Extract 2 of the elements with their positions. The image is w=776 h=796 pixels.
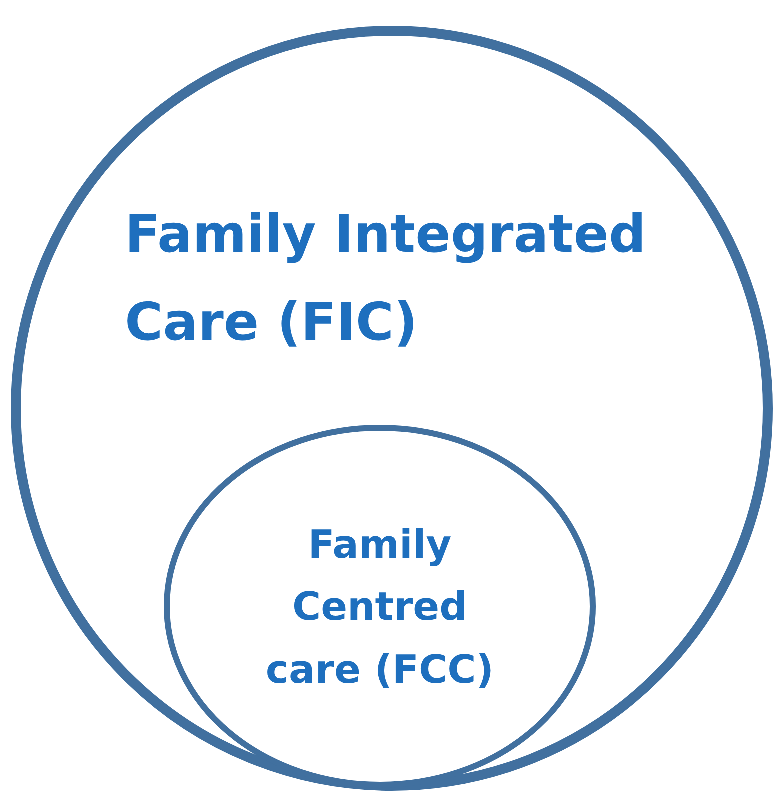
circle-label: Family Centred care (FCC): [264, 522, 496, 695]
title-text: Family Integrated Care (FIC): [125, 204, 648, 356]
